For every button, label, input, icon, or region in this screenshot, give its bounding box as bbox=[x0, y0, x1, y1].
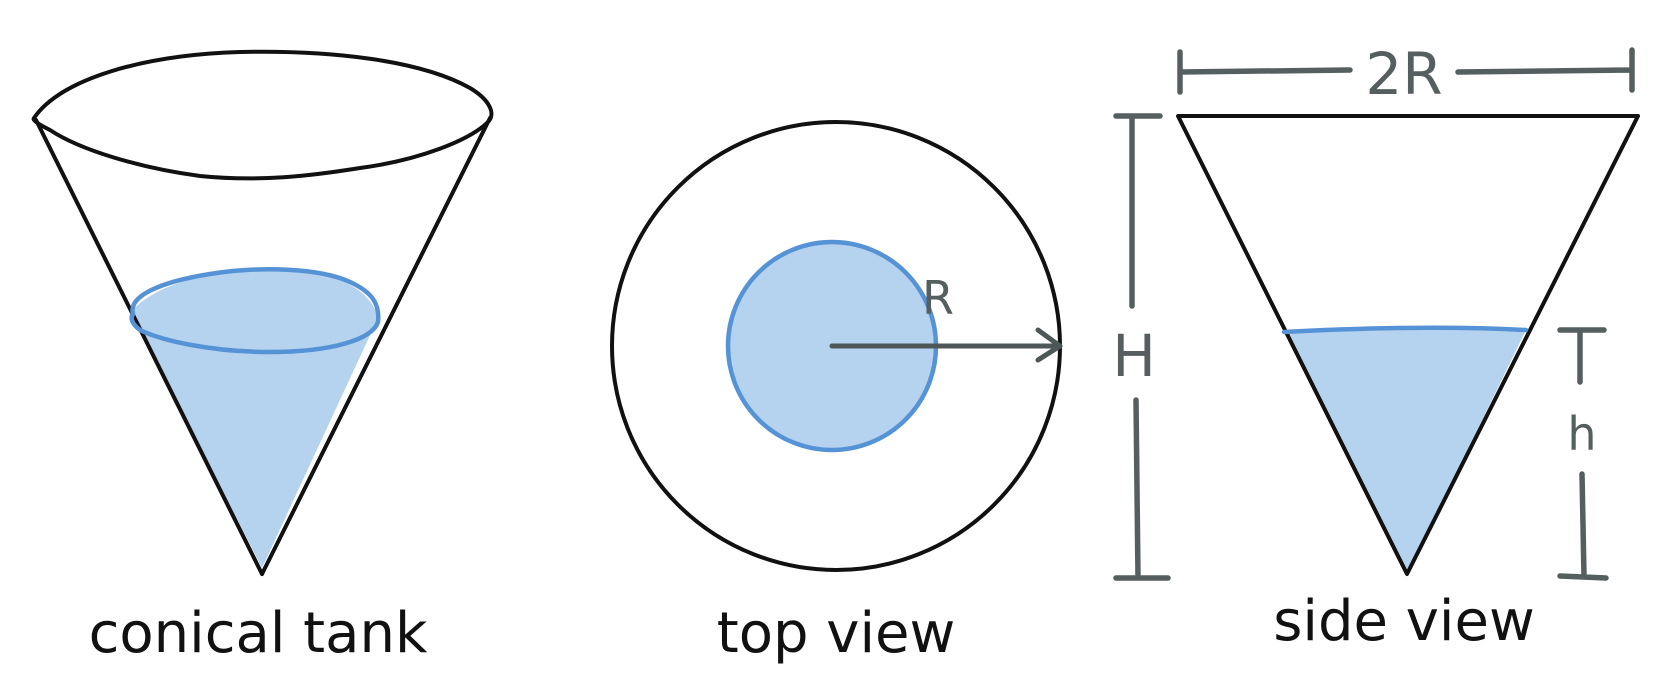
tank-left-wall bbox=[34, 118, 264, 576]
side-view-caption: side view bbox=[1273, 589, 1535, 654]
tank-water-surface bbox=[129, 267, 381, 355]
side-view-panel: 2R H h side view bbox=[1112, 40, 1640, 654]
top-view-caption: top view bbox=[717, 601, 956, 666]
conical-tank-caption: conical tank bbox=[89, 601, 428, 666]
side-view-water-line bbox=[1281, 325, 1529, 335]
radius-arrow-head bbox=[1035, 327, 1063, 363]
water-height-dimension-bottom bbox=[1557, 471, 1609, 581]
height-dimension-top bbox=[1113, 113, 1163, 309]
radius-label: R bbox=[922, 271, 954, 325]
diameter-dimension-right bbox=[1455, 47, 1635, 93]
conical-tank-panel: conical tank bbox=[31, 49, 494, 666]
diameter-dimension-left bbox=[1177, 49, 1353, 95]
diameter-label: 2R bbox=[1365, 40, 1442, 108]
tank-rim-ellipse bbox=[31, 49, 494, 181]
side-view-triangle bbox=[1176, 114, 1640, 576]
height-label: H bbox=[1112, 322, 1156, 390]
tank-right-wall bbox=[260, 116, 492, 576]
side-view-water-area bbox=[1284, 330, 1526, 574]
height-dimension-bottom bbox=[1113, 397, 1171, 581]
water-height-label: h bbox=[1567, 407, 1596, 461]
top-view-panel: R top view bbox=[610, 120, 1063, 666]
water-height-dimension-top bbox=[1557, 327, 1607, 385]
